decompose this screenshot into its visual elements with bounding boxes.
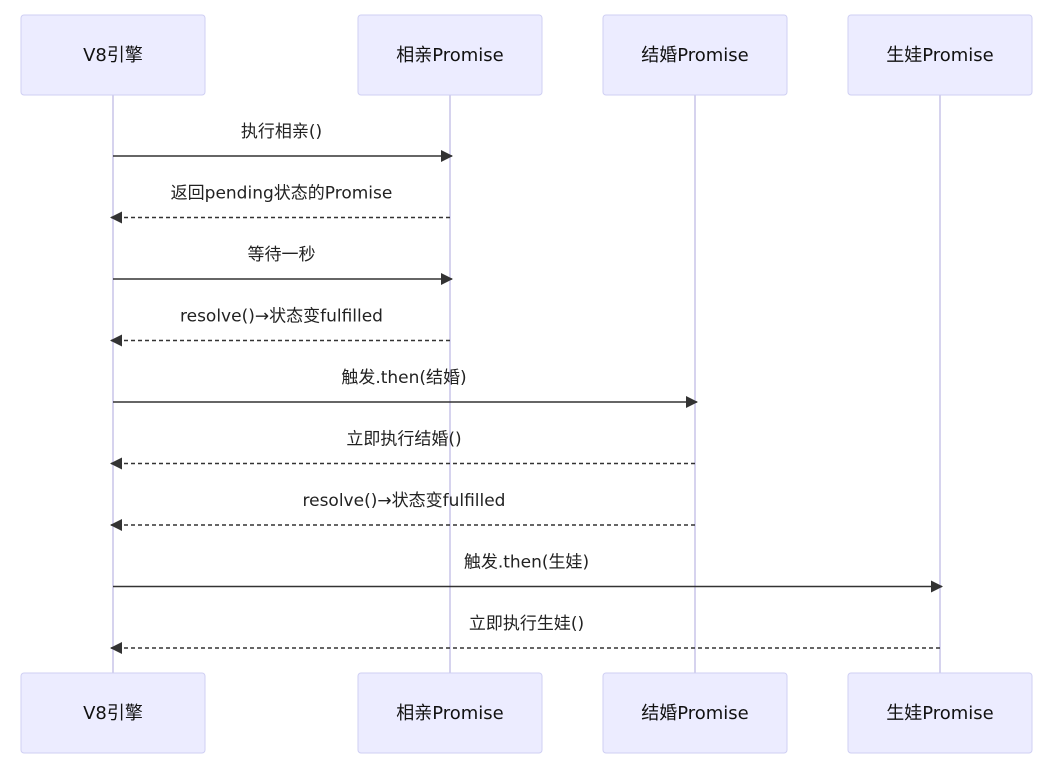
message-7: resolve()→状态变fulfilled bbox=[110, 491, 695, 531]
lifelines bbox=[112, 95, 941, 673]
message-1: 执行相亲() bbox=[113, 122, 453, 162]
message-2: 返回pending状态的Promise bbox=[110, 184, 450, 224]
message-label: 触发.then(结婚) bbox=[341, 368, 466, 388]
actor-box bbox=[602, 672, 788, 754]
actor-v8-bottom: V8引擎 bbox=[20, 672, 206, 754]
message-label: 执行相亲() bbox=[241, 122, 322, 142]
actor-label: 生娃Promise bbox=[886, 45, 994, 66]
actor-label: 相亲Promise bbox=[396, 45, 504, 66]
message-4: resolve()→状态变fulfilled bbox=[110, 307, 450, 347]
actor-box bbox=[357, 672, 543, 754]
message-5: 触发.then(结婚) bbox=[113, 368, 698, 408]
actor-shengwa-top: 生娃Promise bbox=[847, 14, 1033, 96]
actor-v8-top: V8引擎 bbox=[20, 14, 206, 96]
actor-jiehun-bottom: 结婚Promise bbox=[602, 672, 788, 754]
actor-box bbox=[602, 14, 788, 96]
message-8: 触发.then(生娃) bbox=[113, 553, 943, 593]
actor-box bbox=[20, 14, 206, 96]
actor-box bbox=[847, 672, 1033, 754]
actor-box bbox=[20, 672, 206, 754]
actor-xiangqin-top: 相亲Promise bbox=[357, 14, 543, 96]
message-label: 等待一秒 bbox=[248, 245, 316, 265]
actors-top: V8引擎 相亲Promise 结婚Promise 生娃Promise bbox=[20, 14, 1033, 96]
message-9: 立即执行生娃() bbox=[110, 614, 940, 654]
actor-label: 结婚Promise bbox=[641, 45, 749, 66]
message-label: 立即执行生娃() bbox=[469, 614, 584, 634]
actor-box bbox=[357, 14, 543, 96]
message-label: resolve()→状态变fulfilled bbox=[303, 491, 506, 511]
actor-label: V8引擎 bbox=[83, 45, 143, 66]
actor-jiehun-top: 结婚Promise bbox=[602, 14, 788, 96]
message-3: 等待一秒 bbox=[113, 245, 453, 285]
actors-bottom: V8引擎 相亲Promise 结婚Promise 生娃Promise bbox=[20, 672, 1033, 754]
actor-xiangqin-bottom: 相亲Promise bbox=[357, 672, 543, 754]
actor-label: 结婚Promise bbox=[641, 703, 749, 724]
messages: 执行相亲() 返回pending状态的Promise 等待一秒 resolve()→状… bbox=[110, 122, 943, 654]
message-label: 触发.then(生娃) bbox=[464, 553, 589, 573]
actor-shengwa-bottom: 生娃Promise bbox=[847, 672, 1033, 754]
message-label: 返回pending状态的Promise bbox=[171, 184, 393, 204]
actor-label: 生娃Promise bbox=[886, 703, 994, 724]
message-label: 立即执行结婚() bbox=[346, 430, 461, 450]
message-label: resolve()→状态变fulfilled bbox=[180, 307, 383, 327]
actor-label: 相亲Promise bbox=[396, 703, 504, 724]
message-6: 立即执行结婚() bbox=[110, 430, 695, 470]
actor-label: V8引擎 bbox=[83, 703, 143, 724]
actor-box bbox=[847, 14, 1033, 96]
